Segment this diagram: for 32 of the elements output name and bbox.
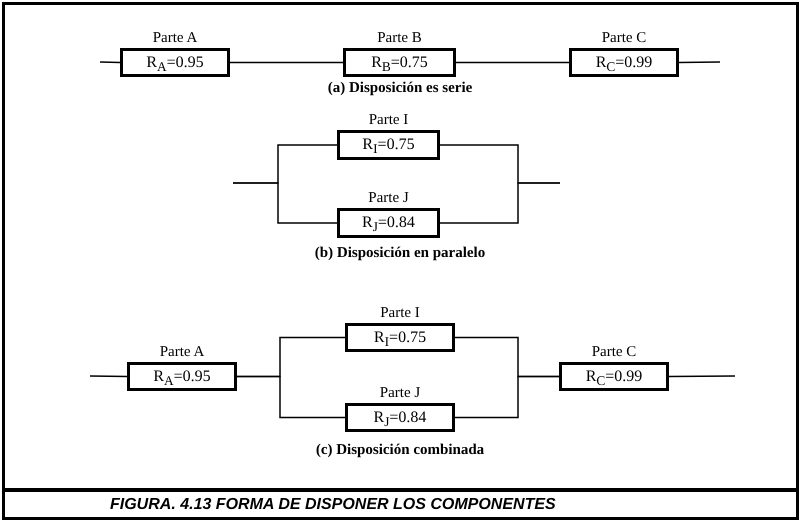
connector-line: [455, 376, 559, 418]
part-name: Parte C: [592, 344, 636, 360]
component-box: R$_{A}$=0.95: [120, 48, 230, 77]
connector-line: [678, 61, 720, 64]
part-name: Parte J: [380, 385, 420, 401]
component-box: R$_{A}$=0.95: [127, 362, 237, 391]
connector-line: [230, 62, 343, 64]
connector-line: [440, 182, 560, 224]
connector-line: [100, 61, 120, 64]
component-box: R$_{I}$=0.75: [337, 130, 440, 160]
connector-line: [237, 376, 345, 418]
component-box: R$_{J}$=0.84: [337, 208, 440, 238]
part-name: Parte C: [602, 30, 646, 46]
diagram-caption: (b) Disposición en paralelo: [314, 245, 486, 262]
diagram-caption: (a) Disposición es serie: [328, 80, 472, 97]
component-box: R$_{B}$=0.75: [343, 48, 456, 77]
component-box: R$_{I}$=0.75: [345, 323, 455, 352]
connector-line: [90, 375, 128, 378]
component-box: R$_{C}$=0.99: [569, 48, 679, 77]
diagram-caption: (c) Disposición combinada: [316, 442, 484, 459]
part-name: Parte I: [368, 112, 408, 128]
component-box: R$_{C}$=0.99: [559, 362, 669, 391]
connector-line: [233, 182, 337, 224]
figure-caption: FIGURA. 4.13 FORMA DE DISPONER LOS COMPONENTES: [110, 496, 556, 514]
part-name: Parte A: [160, 344, 204, 360]
part-name: Parte A: [152, 30, 198, 46]
part-name: Parte B: [377, 30, 422, 46]
component-box: R$_{J}$=0.84: [345, 403, 455, 432]
part-name: Parte I: [380, 305, 420, 321]
part-name: Parte J: [368, 190, 409, 206]
connector-line: [669, 375, 735, 378]
connector-line: [456, 62, 569, 64]
